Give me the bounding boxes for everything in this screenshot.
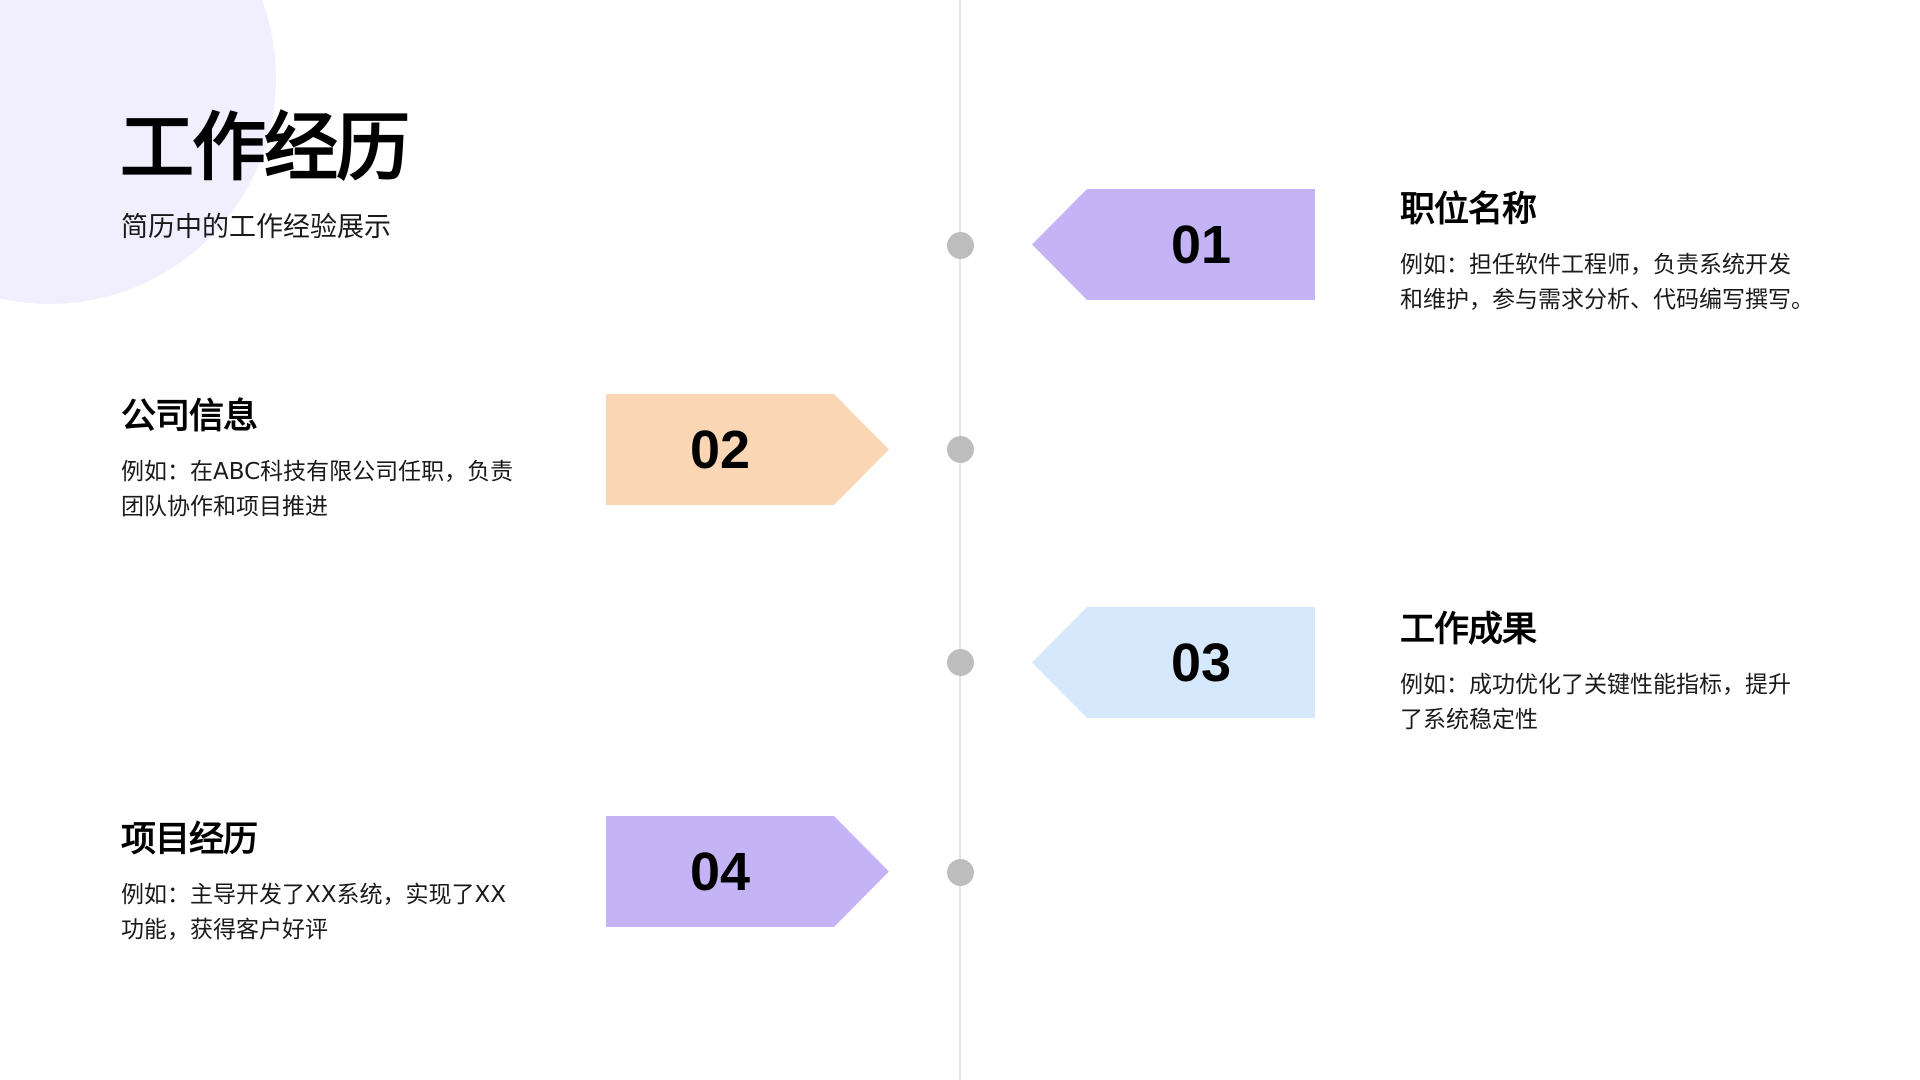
tag-number: 03 bbox=[1170, 632, 1232, 693]
timeline-item-01: 职位名称 例如：担任软件工程师，负责系统开发 和维护，参与需求分析、代码编写撰写… bbox=[1400, 188, 1860, 318]
description-line: 功能，获得客户好评 bbox=[121, 917, 328, 943]
tag-number: 04 bbox=[689, 841, 751, 902]
item-heading: 职位名称 bbox=[1400, 190, 1537, 230]
timeline-item-04: 项目经历 例如：主导开发了XX系统，实现了XX 功能，获得客户好评 bbox=[121, 818, 581, 948]
description-line: 了系统稳定性 bbox=[1400, 707, 1538, 733]
timeline-item-02: 公司信息 例如：在ABC科技有限公司任职，负责 团队协作和项目推进 bbox=[121, 395, 581, 525]
number-tag-04: 04 bbox=[606, 816, 889, 927]
number-tag-03: 03 bbox=[1032, 607, 1315, 718]
timeline-dot-03 bbox=[947, 649, 974, 676]
timeline-dot-01 bbox=[947, 232, 974, 259]
number-tag-01: 01 bbox=[1032, 189, 1315, 300]
page-title: 工作经历 bbox=[120, 105, 410, 191]
item-heading: 工作成果 bbox=[1400, 610, 1537, 650]
item-description: 例如：主导开发了XX系统，实现了XX 功能，获得客户好评 bbox=[121, 878, 581, 948]
description-line: 例如：主导开发了XX系统，实现了XX bbox=[121, 882, 507, 908]
description-line: 例如：担任软件工程师，负责系统开发 bbox=[1400, 252, 1791, 278]
timeline-dot-04 bbox=[947, 859, 974, 886]
description-line: 例如：成功优化了关键性能指标，提升 bbox=[1400, 672, 1791, 698]
timeline-dot-02 bbox=[947, 436, 974, 463]
tag-number: 02 bbox=[689, 419, 751, 480]
item-heading: 项目经历 bbox=[121, 820, 258, 860]
tag-number: 01 bbox=[1170, 214, 1232, 275]
description-line: 团队协作和项目推进 bbox=[121, 494, 328, 520]
item-heading: 公司信息 bbox=[121, 397, 258, 437]
item-description: 例如：在ABC科技有限公司任职，负责 团队协作和项目推进 bbox=[121, 455, 581, 525]
number-tag-02: 02 bbox=[606, 394, 889, 505]
timeline-line bbox=[959, 0, 961, 1080]
page-subtitle: 简历中的工作经验展示 bbox=[121, 212, 391, 243]
description-line: 例如：在ABC科技有限公司任职，负责 bbox=[121, 459, 514, 485]
timeline-item-03: 工作成果 例如：成功优化了关键性能指标，提升 了系统稳定性 bbox=[1400, 608, 1860, 738]
item-description: 例如：担任软件工程师，负责系统开发 和维护，参与需求分析、代码编写撰写。 bbox=[1400, 248, 1860, 318]
item-description: 例如：成功优化了关键性能指标，提升 了系统稳定性 bbox=[1400, 668, 1860, 738]
description-line: 和维护，参与需求分析、代码编写撰写。 bbox=[1400, 287, 1814, 313]
